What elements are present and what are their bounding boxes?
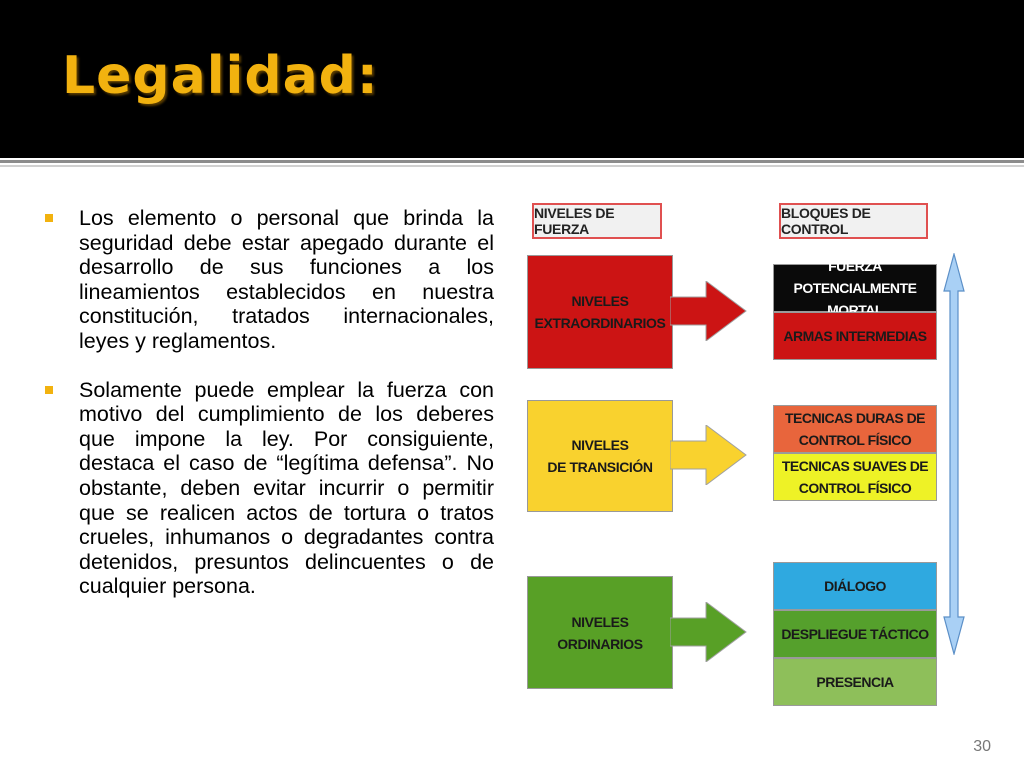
force-levels-diagram: NIVELES DE FUERZA BLOQUES DE CONTROL NIV… — [520, 195, 1000, 715]
level-transition: NIVELES DE TRANSICIÓN — [527, 400, 673, 512]
right-arrow-icon — [670, 425, 747, 485]
block-hard-techniques: TECNICAS DURAS DE CONTROL FÍSICO — [773, 405, 937, 453]
level-label: NIVELES DE TRANSICIÓN — [547, 437, 653, 475]
block-intermediate-weapons: ARMAS INTERMEDIAS — [773, 312, 937, 360]
slide-title: Legalidad: — [62, 46, 379, 106]
level-label: NIVELES ORDINARIOS — [557, 613, 643, 652]
bullet-item: Solamente puede emplear la fuerza con mo… — [44, 378, 494, 599]
block-tactical-deployment: DESPLIEGUE TÁCTICO — [773, 610, 937, 658]
block-lethal-force: FUERZA POTENCIALMENTE MORTAL — [773, 258, 937, 318]
block-dialogue: DIÁLOGO — [773, 562, 937, 610]
header-divider — [0, 160, 1024, 163]
right-arrow-icon — [670, 281, 747, 341]
square-bullet-icon — [45, 214, 53, 222]
blocks-header: BLOQUES DE CONTROL — [779, 203, 928, 239]
block-soft-techniques: TECNICAS SUAVES DE CONTROL FÍSICO — [773, 453, 937, 501]
header-divider-light — [0, 165, 1024, 167]
level-ordinary: NIVELES ORDINARIOS — [527, 576, 673, 689]
block-presence: PRESENCIA — [773, 658, 937, 706]
bullet-text: Solamente puede emplear la fuerza con mo… — [79, 377, 494, 599]
double-vertical-arrow-icon — [943, 253, 965, 655]
bullet-item: Los elemento o personal que brinda la se… — [44, 206, 494, 354]
slide-number: 30 — [973, 738, 991, 755]
bullet-text: Los elemento o personal que brinda la se… — [79, 206, 494, 353]
level-extraordinary: NIVELES EXTRAORDINARIOS — [527, 255, 673, 369]
levels-header: NIVELES DE FUERZA — [532, 203, 662, 239]
right-arrow-icon — [670, 602, 747, 662]
level-label: NIVELES EXTRAORDINARIOS — [534, 293, 666, 331]
bullet-list: Los elemento o personal que brinda la se… — [44, 206, 494, 623]
title-bar: Legalidad: — [0, 0, 1024, 158]
square-bullet-icon — [45, 385, 53, 394]
